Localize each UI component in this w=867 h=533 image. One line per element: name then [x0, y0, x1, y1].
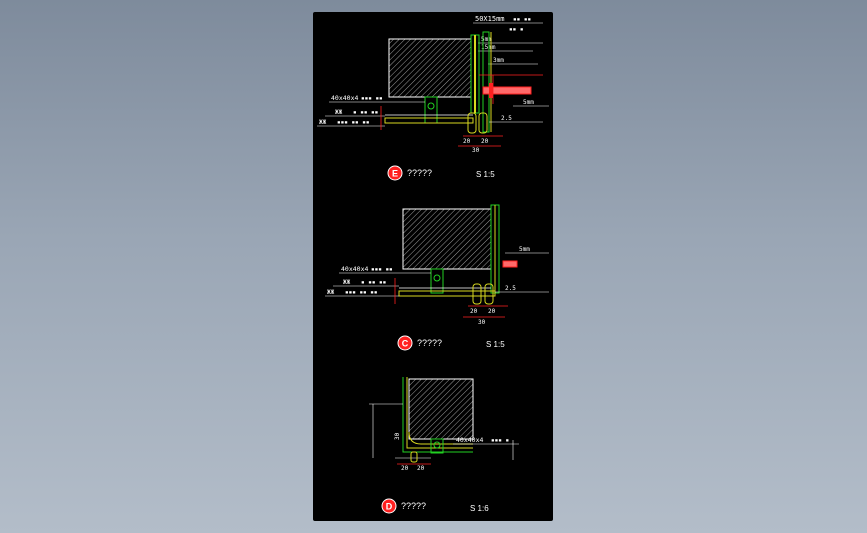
detail-d-note-right-angle: 40x40x4 — [456, 436, 483, 444]
detail-e-dim-1: 20 — [463, 138, 471, 145]
detail-e-title: ????? — [407, 168, 432, 178]
detail-d-marker — [381, 498, 397, 514]
detail-c-dim-1: 20 — [470, 308, 478, 315]
detail-c-note-right-bottom: 2.5 — [505, 285, 516, 292]
detail-d-note-left-vert: 30 — [394, 432, 401, 440]
detail-e-scale: S 1:5 — [476, 170, 495, 179]
detail-c-title: ????? — [417, 338, 442, 348]
detail-d: 30 40x40x4 ▪▪▪ ▪ 20 20 D ????? S 1:6 — [369, 377, 519, 514]
svg-text:▪▪▪ ▪▪ ▪▪: ▪▪▪ ▪▪ ▪▪ — [337, 119, 370, 126]
detail-d-title: ????? — [401, 501, 426, 511]
detail-c-note-right-1: 5mm — [519, 246, 530, 253]
detail-e-dim-3: 30 — [472, 147, 480, 154]
detail-e-note-top-1: 50X15mm — [475, 15, 505, 23]
detail-e-marker-label: E — [392, 169, 398, 179]
detail-e-note-top-3: 15mm — [481, 44, 496, 51]
detail-c-dim-3: 30 — [478, 319, 486, 326]
detail-e-note-left-b: ЖЖ — [319, 119, 327, 126]
svg-text:▪▪▪ ▪: ▪▪▪ ▪ — [491, 437, 509, 444]
detail-d-scale: S 1:6 — [470, 504, 489, 513]
svg-text:▪▪▪ ▪▪: ▪▪▪ ▪▪ — [371, 266, 393, 273]
svg-text:▪ ▪▪ ▪▪: ▪ ▪▪ ▪▪ — [361, 279, 386, 286]
svg-text:▪ ▪▪ ▪▪: ▪ ▪▪ ▪▪ — [353, 109, 378, 116]
detail-c: 5mm 40x40x4 ▪▪▪ ▪▪ ЖЖ ▪ ▪▪ ▪▪ ЖЖ ▪▪▪ ▪▪ … — [325, 204, 549, 351]
svg-text:▪▪▪ ▪▪ ▪▪: ▪▪▪ ▪▪ ▪▪ — [345, 289, 378, 296]
detail-e-marker — [387, 165, 403, 181]
drawing-sheet: 50X15mm ▪▪ ▪▪ ▪▪ ▪ 5mm 15mm 3mm 5mm 40x4… — [313, 12, 553, 521]
detail-e-note-left-a: ЖЖ — [335, 109, 343, 116]
cad-drawing: 50X15mm ▪▪ ▪▪ ▪▪ ▪ 5mm 15mm 3mm 5mm 40x4… — [317, 15, 549, 514]
detail-d-dim-2: 20 — [417, 465, 425, 472]
detail-e: 50X15mm ▪▪ ▪▪ ▪▪ ▪ 5mm 15mm 3mm 5mm 40x4… — [317, 15, 549, 181]
detail-c-note-left-b: ЖЖ — [327, 289, 335, 296]
detail-e-note-left-angle: 40x40x4 — [331, 94, 358, 102]
detail-d-marker-label: D — [386, 502, 393, 512]
detail-c-note-left-angle: 40x40x4 — [341, 265, 368, 273]
detail-c-note-left-a: ЖЖ — [343, 279, 351, 286]
detail-d-dim-1: 20 — [401, 465, 409, 472]
detail-e-note-top-2: 5mm — [481, 36, 492, 43]
detail-c-marker-label: C — [402, 339, 409, 349]
detail-e-note-top-4: 3mm — [493, 57, 504, 64]
svg-text:▪▪ ▪: ▪▪ ▪ — [509, 26, 523, 33]
detail-e-note-right-1: 5mm — [523, 99, 534, 106]
svg-text:▪▪ ▪▪: ▪▪ ▪▪ — [513, 16, 531, 23]
detail-e-dim-2: 20 — [481, 138, 489, 145]
svg-text:▪▪▪ ▪▪: ▪▪▪ ▪▪ — [361, 95, 383, 102]
detail-c-marker — [397, 335, 413, 351]
detail-e-note-right-bottom: 2.5 — [501, 115, 512, 122]
detail-c-dim-2: 20 — [488, 308, 496, 315]
detail-c-scale: S 1:5 — [486, 340, 505, 349]
